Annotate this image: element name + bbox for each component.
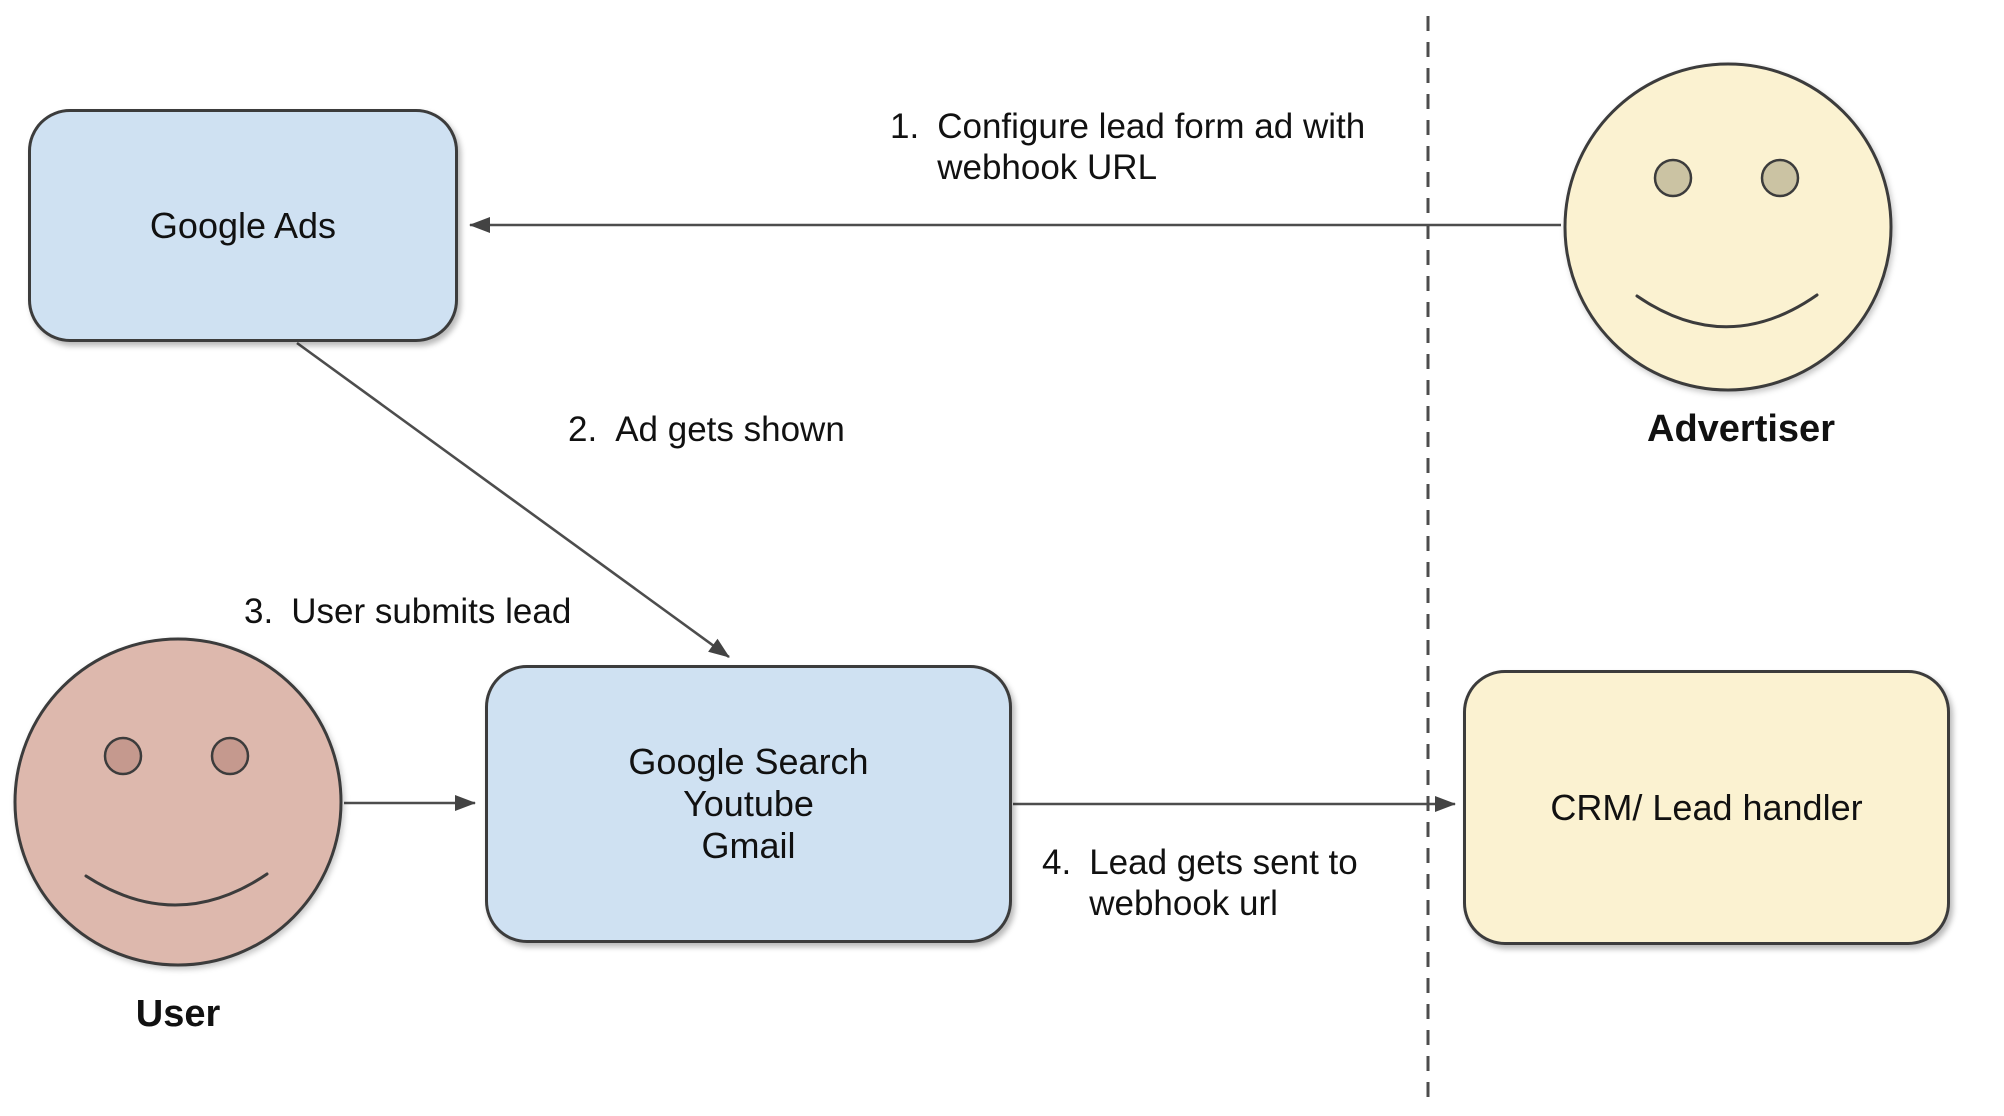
step-1-label: 1. Configure lead form ad with webhook U…	[890, 107, 1366, 187]
step-2-number: 2.	[568, 410, 598, 449]
google-properties-label: Google Search Youtube Gmail	[628, 741, 869, 866]
arrow-ad-gets-shown	[296, 341, 730, 659]
google-ads-node: Google Ads	[28, 109, 458, 342]
crm-lead-handler-node: CRM/ Lead handler	[1463, 670, 1950, 945]
google-ads-label: Google Ads	[149, 204, 337, 246]
google-properties-node: Google Search Youtube Gmail	[485, 665, 1012, 943]
user-label: User	[135, 993, 221, 1035]
step-3-label: 3. User submits lead	[244, 592, 572, 631]
step-2-label: 2. Ad gets shown	[568, 410, 845, 449]
step-3-number: 3.	[244, 592, 274, 631]
user-smiley-face-icon	[13, 637, 343, 967]
advertiser-smiley-face-icon	[1563, 62, 1893, 392]
advertiser-label: Advertiser	[1647, 408, 1835, 450]
step-4-label: 4. Lead gets sent to webhook url	[1042, 843, 1358, 923]
step-4-number: 4.	[1042, 843, 1072, 882]
crm-label: CRM/ Lead handler	[1550, 786, 1863, 828]
step-1-number: 1.	[890, 107, 920, 146]
